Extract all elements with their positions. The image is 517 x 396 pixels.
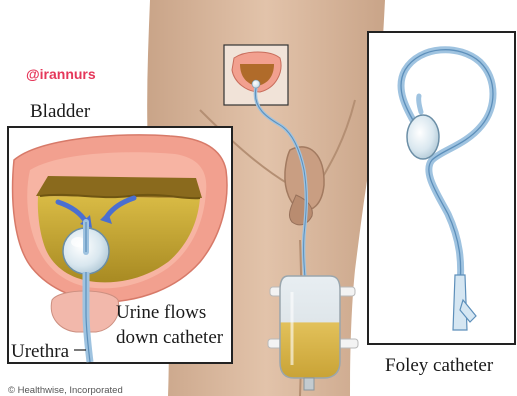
urine-flows-label-line2: down catheter [116,327,224,348]
bag-body [280,276,340,378]
watermark-text: @irannurs [26,66,96,82]
foley-catheter-label: Foley catheter [385,355,494,376]
foley-catheter-panel [368,32,515,344]
copyright-text: © Healthwise, Incorporated [8,385,123,396]
urine-flows-label-line1: Urine flows [116,302,206,323]
bag-valve [304,378,314,390]
bladder-label: Bladder [30,101,91,122]
urethra-label: Urethra [11,341,70,362]
foley-balloon [407,115,439,159]
detail-balloon-shine [71,237,85,247]
inset-balloon [252,80,260,88]
foley-tip [419,96,421,112]
